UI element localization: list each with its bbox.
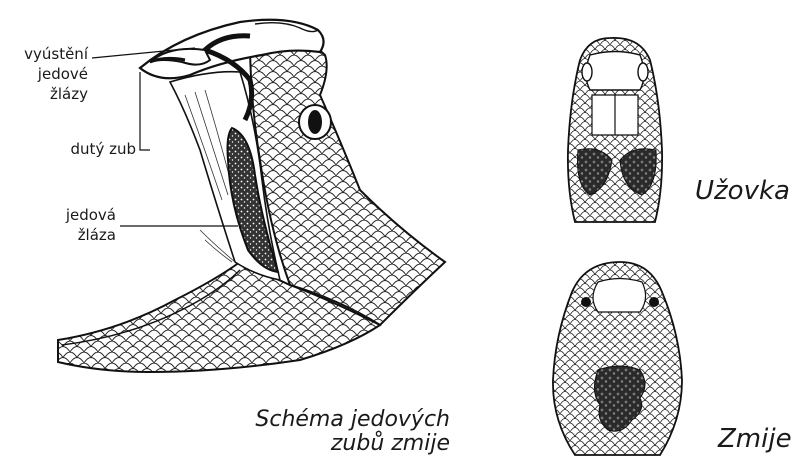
hollow-tooth-label: dutý zub (44, 139, 136, 159)
venom-duct-label-line1: vyústění (0, 44, 88, 64)
venom-gland-label-line1: jedová (20, 205, 116, 225)
venom-duct-label-line3: žlázy (0, 84, 88, 104)
snake-eye (299, 105, 331, 139)
venom-duct-label-line2: jedové (0, 64, 88, 84)
grass-snake-label: Užovka (695, 176, 790, 206)
caption-line-2: zubů zmije (240, 432, 450, 456)
venom-gland-label: jedová žláza (20, 205, 116, 245)
venom-gland-label-line2: žláza (20, 225, 116, 245)
caption-line-1: Schéma jedových (240, 408, 450, 432)
viper-label: Zmije (718, 424, 792, 454)
grass-snake-head (568, 38, 662, 222)
venom-duct-label: vyústění jedové žlázy (0, 44, 88, 104)
viper-head (553, 262, 682, 455)
diagram-caption: Schéma jedových zubů zmije (240, 408, 450, 456)
